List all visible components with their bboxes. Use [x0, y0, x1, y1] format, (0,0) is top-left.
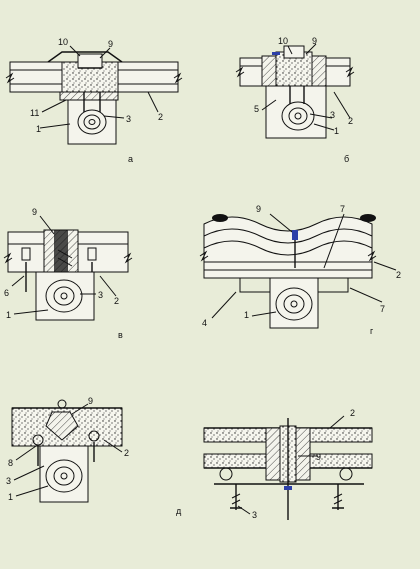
- label-b-5: 1: [334, 126, 339, 136]
- label-a-5: 1: [36, 124, 41, 134]
- ridge-d1: [45, 411, 79, 441]
- label-a-3: 2: [158, 112, 163, 122]
- label-d1-2: 2: [124, 448, 129, 458]
- label-a-1: 10: [58, 37, 68, 47]
- label-g-6: 1: [244, 310, 249, 320]
- caption-d: д: [176, 506, 182, 516]
- beam-d1: [39, 445, 89, 503]
- label-v-4: 2: [114, 296, 119, 306]
- caption-a: а: [128, 154, 133, 164]
- label-a-2: 9: [108, 39, 113, 49]
- label-d2-2: 9: [316, 452, 321, 462]
- figure-a: 10 9 2 3 1 11 а: [5, 37, 183, 164]
- figure-g: 9 7 2 7 4 1 г: [199, 204, 401, 336]
- label-v-5: 1: [6, 310, 11, 320]
- cover-strip-a: [47, 51, 123, 63]
- label-v-3: 3: [98, 290, 103, 300]
- beam-b: [265, 85, 327, 139]
- label-b-4: 3: [330, 110, 335, 120]
- label-d1-3: 8: [8, 458, 13, 468]
- seal-d2: [284, 486, 292, 490]
- label-b-1: 10: [278, 36, 288, 46]
- caption-v: в: [118, 330, 123, 340]
- beam-a: [67, 99, 117, 145]
- label-d1-4: 3: [6, 476, 11, 486]
- label-d2-1: 2: [350, 408, 355, 418]
- label-d1-5: 1: [8, 492, 13, 502]
- label-b-2: 9: [312, 36, 317, 46]
- label-v-2: 6: [4, 288, 9, 298]
- label-d2-3: 3: [252, 510, 257, 520]
- seal-g: [292, 230, 298, 240]
- label-g-1: 9: [256, 204, 261, 214]
- figure-v: 9 6 3 2 1 в: [3, 207, 133, 340]
- seal-b: [272, 52, 280, 55]
- label-a-4: 3: [126, 114, 131, 124]
- label-g-5: 4: [202, 318, 207, 328]
- caption-b: б: [344, 154, 349, 164]
- label-g-4: 7: [380, 304, 385, 314]
- label-b-3: 2: [348, 116, 353, 126]
- label-v-1: 9: [32, 207, 37, 217]
- label-d1-1: 9: [88, 396, 93, 406]
- label-g-3: 2: [396, 270, 401, 280]
- figure-b: 10 9 2 3 1 5 б: [235, 36, 355, 164]
- label-g-2: 7: [340, 204, 345, 214]
- label-a-6: 11: [30, 108, 39, 118]
- beam-v: [35, 271, 95, 321]
- label-b-6: 5: [254, 104, 259, 114]
- figure-d-right: 2 9 3 д: [176, 408, 373, 520]
- figure-d-left: 9 2 8 3 1: [6, 396, 129, 503]
- caption-g: г: [370, 326, 374, 336]
